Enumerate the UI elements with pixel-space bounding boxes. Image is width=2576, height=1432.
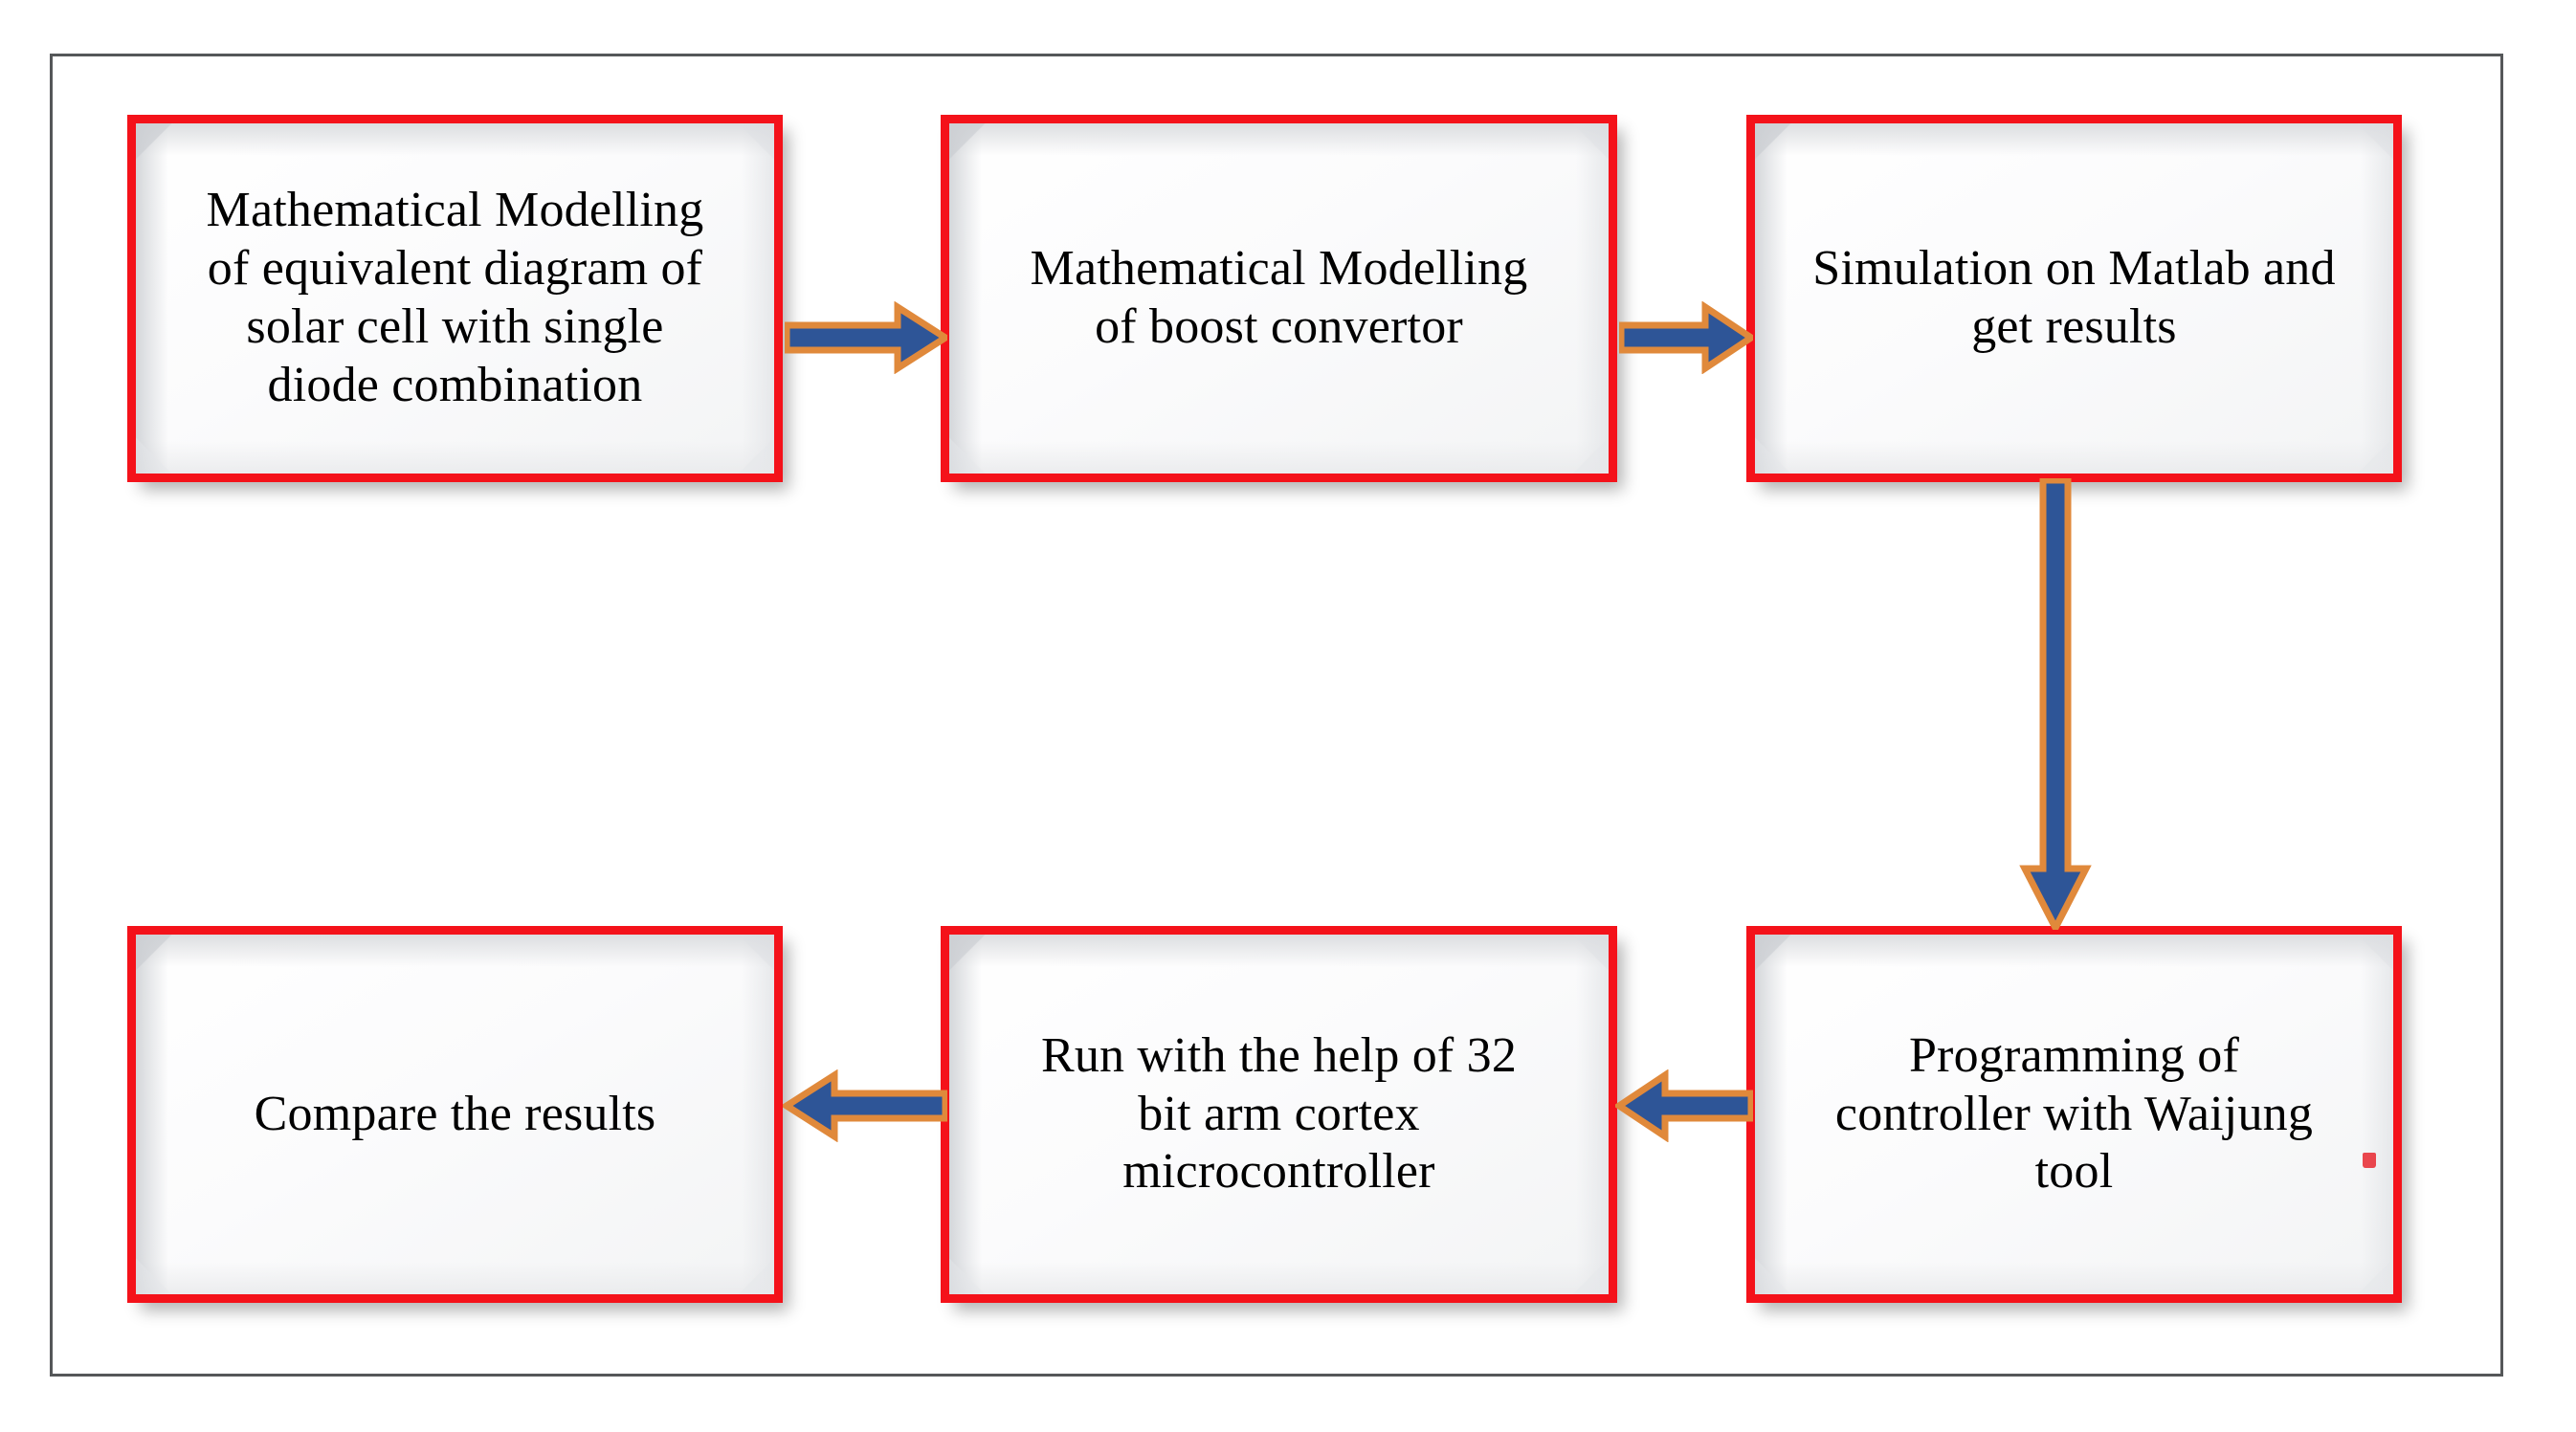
arrow-box3-to-box4 [2019,478,2092,930]
flow-node-programming-controller-waijung[interactable]: Programming of controller with Waijung t… [1746,926,2402,1303]
flow-node-label: Mathematical Modelling of equivalent dia… [206,183,704,412]
flow-node-compare-results[interactable]: Compare the results [127,926,783,1303]
flow-node-simulation-matlab[interactable]: Simulation on Matlab and get results [1746,115,2402,482]
flow-node-label: Mathematical Modelling of boost converto… [1030,241,1528,354]
flow-node-run-arm-cortex-microcontroller[interactable]: Run with the help of 32 bit arm cortex m… [941,926,1617,1303]
arrow-box4-to-box5 [1615,1069,1753,1142]
flow-node-label: Simulation on Matlab and get results [1812,241,2336,354]
arrow-box1-to-box2 [785,301,947,374]
flow-node-label: Compare the results [254,1086,656,1141]
flow-node-label: Programming of controller with Waijung t… [1834,1027,2314,1200]
diagram-outer-frame [50,54,2503,1377]
arrow-box5-to-box6 [783,1069,947,1142]
flow-node-mathematical-modelling-boost-convertor[interactable]: Mathematical Modelling of boost converto… [941,115,1617,482]
flow-node-mathematical-modelling-solar-cell[interactable]: Mathematical Modelling of equivalent dia… [127,115,783,482]
arrow-box2-to-box3 [1619,301,1753,374]
spellcheck-marker-icon [2363,1153,2376,1168]
flow-node-label: Run with the help of 32 bit arm cortex m… [1040,1027,1518,1200]
